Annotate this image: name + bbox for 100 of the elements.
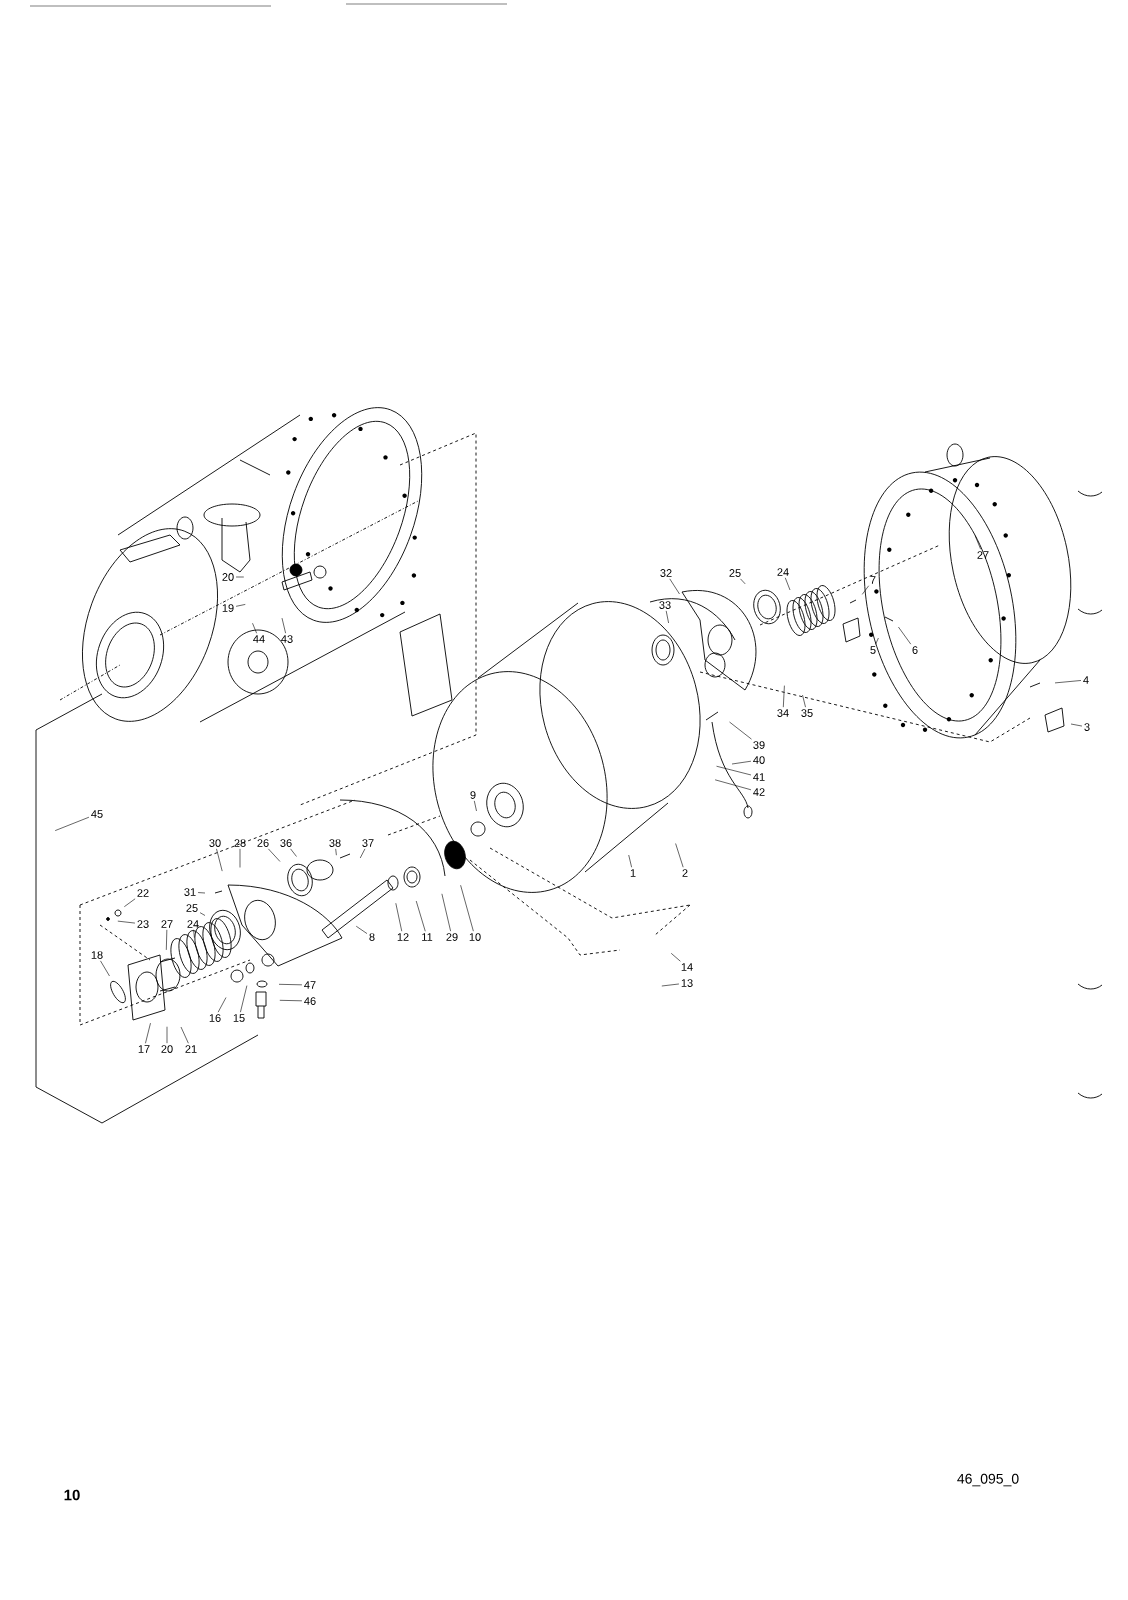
leader-line (166, 929, 168, 951)
leader-line (784, 577, 791, 591)
leader-line (216, 848, 223, 872)
callout-number: 3 (1084, 723, 1090, 731)
leader-line (628, 854, 632, 868)
leader-line (180, 1026, 189, 1044)
leader-line (335, 848, 337, 856)
leader-line (197, 892, 206, 894)
leader-line (193, 929, 195, 938)
leader-line (355, 925, 368, 934)
callout-number: 14 (681, 963, 693, 971)
leader-line (441, 893, 451, 932)
callout-number: 33 (659, 601, 671, 609)
leader-line (199, 912, 206, 916)
callout-number: 42 (753, 788, 765, 796)
leader-line (278, 984, 303, 986)
leader-line (145, 1022, 151, 1044)
callout-number: 23 (137, 920, 149, 928)
leader-line (861, 585, 869, 595)
callout-number: 9 (470, 791, 476, 799)
page-number: 10 (64, 1489, 80, 1501)
leader-line (124, 898, 136, 907)
leader-line (235, 576, 245, 578)
callout-number: 27 (161, 920, 173, 928)
leader-line (460, 884, 474, 932)
leader-line (661, 983, 680, 987)
callout-number: 20 (222, 573, 234, 581)
callout-number: 4 (1083, 676, 1089, 684)
leader-line (802, 694, 806, 708)
callout-number: 10 (469, 933, 481, 941)
callout-number: 26 (257, 839, 269, 847)
callout-number: 8 (369, 933, 375, 941)
leader-line (252, 622, 257, 634)
callout-number: 32 (660, 569, 672, 577)
callout-number: 6 (912, 646, 918, 654)
leader-line (359, 848, 366, 859)
leader-line (395, 902, 403, 932)
callout-number: 16 (209, 1014, 221, 1022)
leader-line (740, 578, 746, 585)
callout-number: 21 (185, 1045, 197, 1053)
leader-line (217, 997, 227, 1013)
leader-line (239, 848, 241, 868)
callout-number: 19 (222, 604, 234, 612)
callout-number: 29 (446, 933, 458, 941)
callout-number: 27 (977, 551, 989, 559)
callout-number: 11 (422, 933, 433, 941)
callout-number: 2 (682, 869, 688, 877)
callout-number: 25 (729, 569, 741, 577)
leader-line (415, 900, 426, 932)
callout-number: 24 (187, 920, 199, 928)
leader-line (665, 610, 669, 624)
leader-line (279, 1000, 303, 1002)
callout-number: 22 (137, 889, 149, 897)
callout-number: 43 (281, 635, 293, 643)
leader-line (290, 848, 297, 857)
drawing-number: 46_095_0 (957, 1473, 1019, 1487)
leader-line (473, 800, 477, 812)
leader-line (731, 760, 752, 765)
leader-line (670, 953, 681, 962)
callout-number: 41 (753, 773, 765, 781)
leader-line (716, 765, 752, 776)
callout-number: 46 (304, 997, 316, 1005)
leader-line (235, 604, 246, 607)
callout-number: 47 (304, 981, 316, 989)
callout-number: 40 (753, 756, 765, 764)
callout-number: 1 (630, 869, 636, 877)
leader-line (783, 685, 785, 708)
callout-number: 30 (209, 839, 221, 847)
callout-number: 38 (329, 839, 341, 847)
leader-line (898, 626, 912, 645)
callout-number: 24 (777, 568, 789, 576)
callout-number: 44 (253, 635, 265, 643)
callout-number: 15 (233, 1014, 245, 1022)
leader-line (54, 816, 90, 831)
callout-number: 31 (184, 888, 196, 896)
callout-number: 13 (681, 979, 693, 987)
leader-line (669, 578, 680, 595)
callout-number: 36 (280, 839, 292, 847)
callout-number: 18 (91, 951, 103, 959)
leader-line (240, 985, 248, 1013)
callout-number: 12 (397, 933, 409, 941)
leader-line (281, 617, 286, 634)
callout-number: 37 (362, 839, 374, 847)
leader-line (117, 920, 136, 924)
leader-line (1054, 680, 1082, 684)
leader-line (166, 1026, 168, 1044)
callout-number: 45 (91, 810, 103, 818)
callout-number: 20 (161, 1045, 173, 1053)
leader-line (675, 843, 684, 868)
leader-line (268, 848, 281, 862)
callout-number: 28 (234, 839, 246, 847)
callout-number: 7 (870, 576, 876, 584)
callout-number: 25 (186, 904, 198, 912)
callout-number: 17 (138, 1045, 150, 1053)
callout-number: 39 (753, 741, 765, 749)
callout-number: 35 (801, 709, 813, 717)
callout-number: 5 (870, 646, 876, 654)
leader-line (1070, 723, 1083, 727)
leader-line (729, 721, 752, 740)
leader-line (100, 960, 110, 977)
